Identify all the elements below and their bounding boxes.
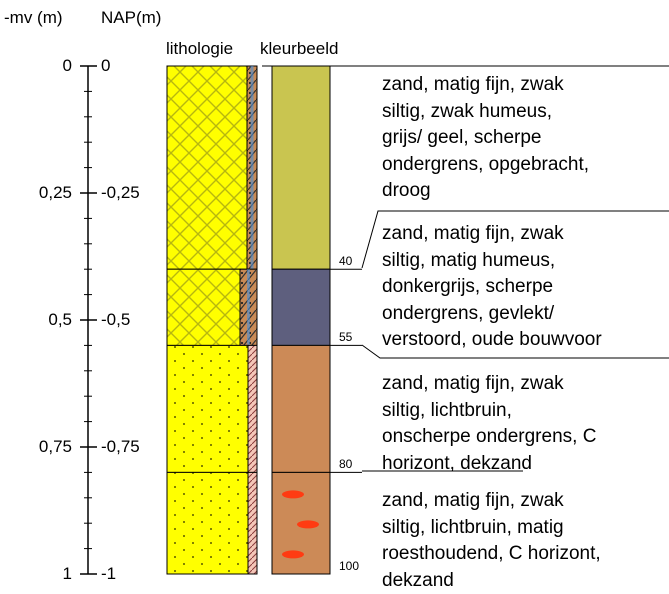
boundary-depth-label: 100 [339,560,359,572]
mv-tick-label: 0,25 [0,184,72,201]
mv-tick-label: 0,75 [0,438,72,455]
nap-tick-label: -0,5 [101,311,130,328]
description-line: droog [382,178,589,205]
description-line: zand, matig fijn, zwak [382,371,596,398]
boundary-depth-label: 40 [339,255,352,267]
mv-tick-label: 0 [0,57,72,74]
lithology-strip-3 [248,345,257,472]
description-line: siltig, zwak humeus, [382,99,589,126]
rust-mottle-icon [282,550,304,558]
description-line: roesthoudend, C horizont, [382,541,601,568]
lithology-block-2 [167,269,240,345]
description-line: siltig, lichtbruin, matig [382,515,601,542]
description-line: dekzand [382,568,601,594]
description-line: siltig, lichtbruin, [382,398,596,425]
description-line: donkergrijs, scherpe [382,274,602,301]
mv-tick-label: 1 [0,565,72,582]
nap-tick-label: -0,25 [101,184,140,201]
lithology-strip-line-1 [251,66,254,269]
nap-tick-label: 0 [101,57,110,74]
color-block-2 [272,269,330,345]
boundary-depth-label: 80 [339,458,352,470]
rust-mottle-icon [282,490,304,498]
description-line: ondergrens, opgebracht, [382,152,589,179]
description-line: ondergrens, gevlekt/ [382,301,602,328]
color-block-1 [272,66,330,269]
description-line: zand, matig fijn, zwak [382,488,601,515]
lithology-block-4 [167,472,248,574]
description-line: horizont, dekzand [382,451,596,478]
description-line: onscherpe ondergrens, C [382,424,596,451]
nap-tick-label: -0,75 [101,438,140,455]
color-block-3 [272,345,330,472]
rust-mottle-icon [297,520,319,528]
description-line: grijs/ geel, scherpe [382,125,589,152]
description-line: zand, matig fijn, zwak [382,221,602,248]
lithology-block-3 [167,345,248,472]
nap-tick-label: -1 [101,565,116,582]
lithology-block-1 [167,66,247,269]
lithology-strip-line-2 [247,269,250,345]
boundary-depth-label: 55 [339,331,352,343]
lithology-strip-4 [248,472,257,574]
description-line: zand, matig fijn, zwak [382,72,589,99]
description-line: verstoord, oude bouwvoor [382,327,602,354]
description-line: siltig, matig humeus, [382,248,602,275]
mv-tick-label: 0,5 [0,311,72,328]
